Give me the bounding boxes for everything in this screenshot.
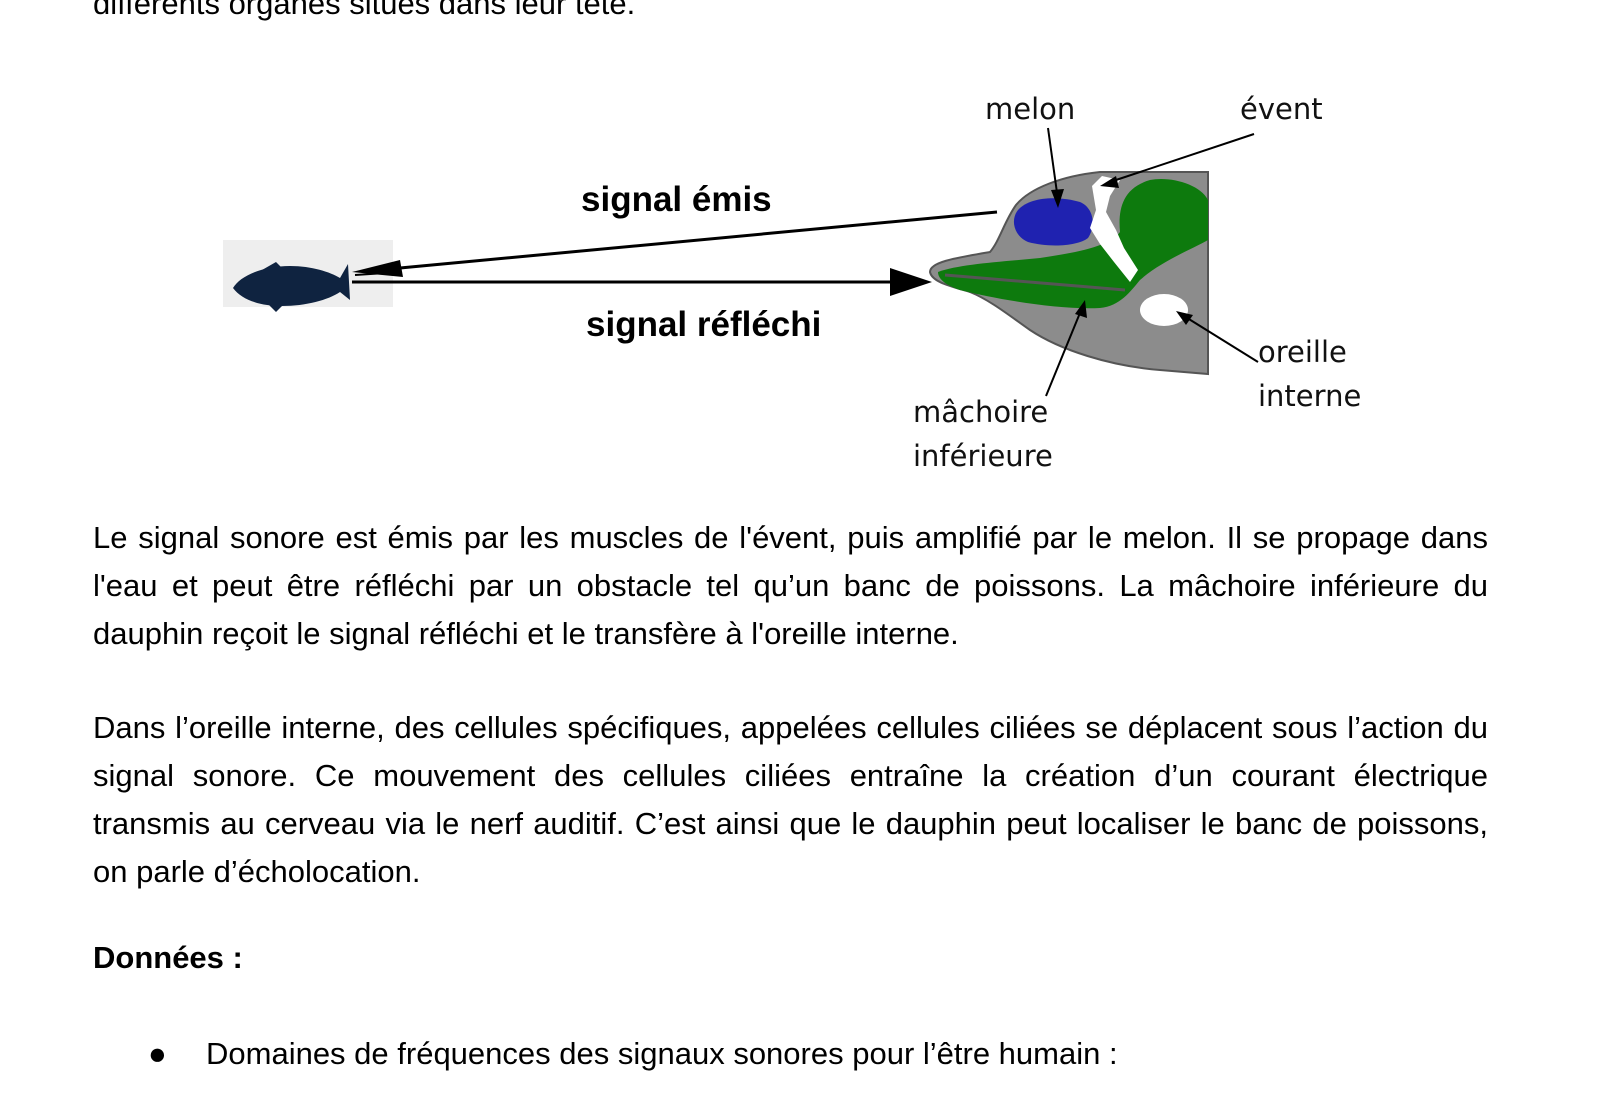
inner-ear xyxy=(1140,294,1188,326)
signal-emitted-label: signal émis xyxy=(581,180,772,219)
blowhole-passage xyxy=(1090,176,1138,282)
fish-icon xyxy=(223,240,393,312)
inner-ear-label-line1: oreille xyxy=(1258,335,1347,369)
jaw-tissue xyxy=(938,178,1208,309)
signal-emitted-arrow xyxy=(352,210,998,277)
signal-reflected-label: signal réfléchi xyxy=(586,305,821,344)
inner-ear-label-line2: interne xyxy=(1258,379,1361,413)
paragraph-signal: Le signal sonore est émis par les muscle… xyxy=(93,520,1488,651)
melon-label: melon xyxy=(985,92,1075,126)
jaw-label-line2: inférieure xyxy=(913,439,1053,473)
echolocation-diagram: signal émis signal réfléchi melon évent … xyxy=(223,92,1361,473)
dolphin-head xyxy=(928,171,1209,376)
paragraph-inner-ear: Dans l’oreille interne, des cellules spé… xyxy=(93,710,1488,889)
blowhole-label: évent xyxy=(1240,92,1323,126)
melon xyxy=(1013,198,1093,246)
list-item: ● Domaines de fréquences des signaux sono… xyxy=(148,1036,1118,1072)
signal-reflected-arrow xyxy=(352,268,932,296)
label-pointers xyxy=(1045,127,1259,397)
jaw-label-line1: mâchoire xyxy=(913,395,1048,429)
bullet-icon: ● xyxy=(148,1036,167,1071)
data-heading: Données : xyxy=(93,940,243,975)
bullet-text: Domaines de fréquences des signaux sonor… xyxy=(206,1036,1118,1071)
previous-paragraph-tail: différents organes situés dans leur tête… xyxy=(93,0,636,21)
